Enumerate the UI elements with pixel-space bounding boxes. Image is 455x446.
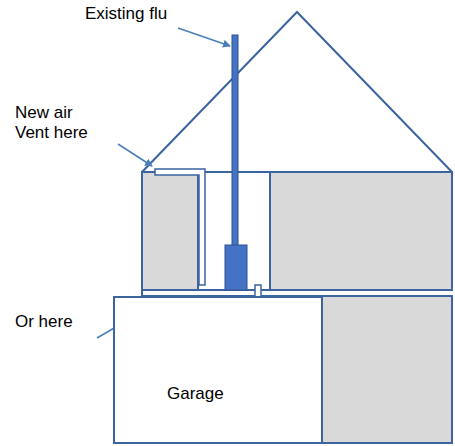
garage-box: Garage (113, 296, 323, 444)
room-name: Garage (167, 384, 224, 404)
callout-label: New air Vent here (15, 103, 110, 144)
wall (270, 172, 452, 290)
leader-arrow (178, 28, 230, 46)
roof (142, 12, 452, 172)
wall (142, 172, 198, 290)
callout-label: Or here (15, 312, 73, 332)
wall (322, 296, 452, 443)
callout-label: Existing flu (85, 4, 167, 24)
floor (142, 289, 452, 291)
vent-pipe (155, 169, 205, 285)
leader-arrow (118, 144, 152, 166)
flue (232, 35, 238, 247)
boiler (225, 245, 247, 290)
